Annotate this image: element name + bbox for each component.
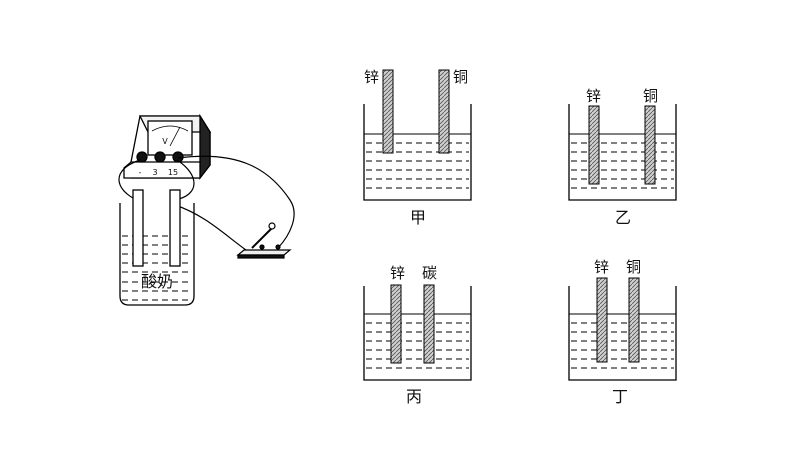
electrode-left-label: 锌 [364, 68, 379, 86]
beaker-caption: 丁 [612, 387, 628, 406]
terminal-label-3: 3 [152, 168, 157, 177]
connecting-wires [118, 155, 295, 251]
electrode-right [628, 277, 640, 363]
beaker-caption: 丙 [406, 387, 422, 406]
beaker-ding: 锌 铜 丁 [568, 258, 677, 406]
electrode-left [588, 105, 600, 185]
electrode-right-label: 铜 [453, 68, 468, 86]
electrode-left-label: 锌 [586, 87, 601, 105]
voltmeter-apparatus: V - 3 15 [118, 113, 295, 306]
electrode-left [382, 69, 394, 154]
electrode-right [423, 284, 435, 364]
electrode-right-label: 铜 [643, 87, 658, 105]
yogurt-container [119, 189, 195, 306]
electrode-left-label: 锌 [390, 264, 405, 282]
terminal-label-15: 15 [168, 168, 178, 177]
beaker-caption: 乙 [615, 208, 631, 227]
switch [236, 222, 292, 259]
beaker-bing: 锌 碳 丙 [363, 264, 472, 406]
electrode-left-label: 锌 [594, 258, 609, 276]
voltmeter-symbol: V [162, 137, 168, 146]
terminal-label-negative: - [139, 168, 142, 177]
electrode-right-label: 碳 [422, 264, 437, 282]
electrode-left [390, 284, 402, 364]
beaker-yi: 锌 铜 乙 [568, 87, 677, 227]
beaker-jia: 锌 铜 甲 [363, 68, 472, 227]
container-label: 酸奶 [141, 272, 173, 291]
electrode-left [596, 277, 608, 363]
voltmeter [123, 113, 212, 180]
electrode-right-label: 铜 [626, 258, 641, 276]
beaker-caption: 甲 [410, 208, 426, 227]
electrode-right [644, 105, 656, 185]
electrode-right [438, 69, 450, 154]
